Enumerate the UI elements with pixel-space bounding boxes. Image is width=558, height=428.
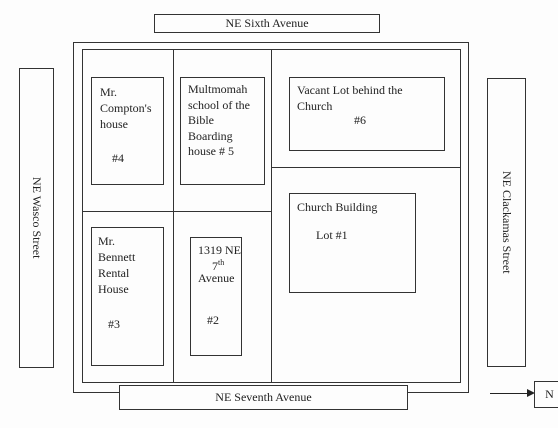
lot-church-name: Church Building bbox=[297, 200, 378, 214]
north-label: N bbox=[545, 387, 554, 401]
lot-compton-house: Mr. Compton's house #4 bbox=[91, 77, 164, 185]
lot-address-line1: 1319 NE bbox=[198, 243, 241, 257]
north-arrow-icon bbox=[527, 389, 535, 397]
lot-bennett-name: Mr. Bennett Rental House bbox=[98, 234, 136, 296]
lot-multnomah-boarding-house: Multmomah school of the Bible Boarding h… bbox=[180, 77, 265, 185]
street-ne-seventh-avenue: NE Seventh Avenue bbox=[119, 385, 408, 410]
lot-1319-ne-7th: 1319 NE 7th Avenue #2 bbox=[190, 237, 242, 356]
lot-multnomah-name: Multmomah school of the Bible Boarding h… bbox=[188, 82, 250, 158]
street-ne-wasco-label: NE Wasco Street bbox=[30, 177, 44, 259]
lot-vacant-name: Vacant Lot behind the Church bbox=[297, 83, 403, 113]
lot-church-building: Church Building Lot #1 bbox=[289, 193, 416, 293]
divider-right-row bbox=[271, 167, 461, 168]
street-ne-sixth-avenue: NE Sixth Avenue bbox=[154, 14, 380, 33]
street-ne-seventh-avenue-label: NE Seventh Avenue bbox=[215, 390, 312, 404]
street-ne-clackamas: NE Clackamas Street bbox=[487, 78, 526, 367]
north-indicator: N bbox=[534, 381, 558, 408]
lot-vacant: Vacant Lot behind the Church #6 bbox=[289, 77, 445, 151]
lot-vacant-number: #6 bbox=[354, 113, 366, 127]
street-ne-sixth-avenue-label: NE Sixth Avenue bbox=[225, 16, 309, 30]
lot-compton-number: #4 bbox=[112, 151, 124, 165]
divider-left-row bbox=[82, 211, 271, 212]
lot-bennett-rental: Mr. Bennett Rental House #3 bbox=[91, 227, 164, 366]
lot-address-num: 7 bbox=[212, 259, 218, 273]
street-ne-clackamas-label: NE Clackamas Street bbox=[500, 171, 514, 274]
north-arrow-line bbox=[490, 393, 530, 394]
divider-left bbox=[173, 49, 174, 383]
lot-compton-name: Mr. Compton's house bbox=[100, 85, 152, 131]
lot-address-sup: th bbox=[218, 258, 225, 267]
street-ne-wasco: NE Wasco Street bbox=[19, 68, 54, 368]
lot-bennett-number: #3 bbox=[108, 317, 120, 331]
lot-church-number: Lot #1 bbox=[316, 228, 348, 242]
lot-address-line2: 7th bbox=[212, 258, 224, 274]
lot-address-number: #2 bbox=[207, 313, 219, 327]
lot-address-line3: Avenue bbox=[198, 271, 235, 285]
divider-right bbox=[271, 49, 272, 383]
